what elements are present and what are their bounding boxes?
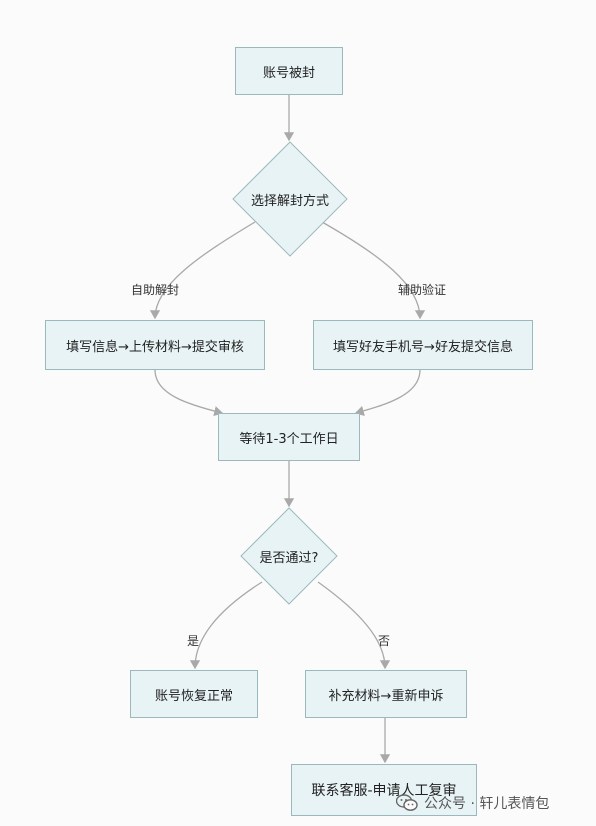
edge-label-assisted: 辅助验证 xyxy=(397,283,447,297)
node-choose-method: 选择解封方式 xyxy=(232,141,348,257)
node-assisted-steps: 填写好友手机号→好友提交信息 xyxy=(313,320,533,370)
node-wait-days: 等待1-3个工作日 xyxy=(218,413,360,461)
node-account-banned: 账号被封 xyxy=(235,47,343,95)
edge-label-yes: 是 xyxy=(186,634,200,648)
wechat-icon xyxy=(395,794,418,812)
edge-assist-to-wait xyxy=(354,369,421,416)
node-contact-support: 联系客服-申请人工复审 xyxy=(291,764,477,816)
watermark: 公众号 · 轩儿表情包 xyxy=(395,790,550,816)
edge-choose-to-self xyxy=(149,221,256,320)
edge-label-self-service: 自助解封 xyxy=(130,283,180,297)
edge-choose-to-assist xyxy=(321,221,426,320)
edge-self-to-wait xyxy=(154,369,224,417)
node-passed-check-label: 是否通过? xyxy=(259,550,319,566)
node-passed-check: 是否通过? xyxy=(240,507,338,605)
node-self-service-steps: 填写信息→上传材料→提交审核 xyxy=(45,320,265,370)
edge-label-no: 否 xyxy=(377,634,391,648)
watermark-text: 公众号 · 轩儿表情包 xyxy=(424,796,550,812)
edge-passed-to-restored xyxy=(189,581,263,670)
edge-passed-to-resubmit xyxy=(317,581,391,670)
node-account-restored: 账号恢复正常 xyxy=(130,670,258,718)
node-choose-method-label: 选择解封方式 xyxy=(250,193,329,209)
node-resubmit-materials: 补充材料→重新申诉 xyxy=(305,670,467,718)
